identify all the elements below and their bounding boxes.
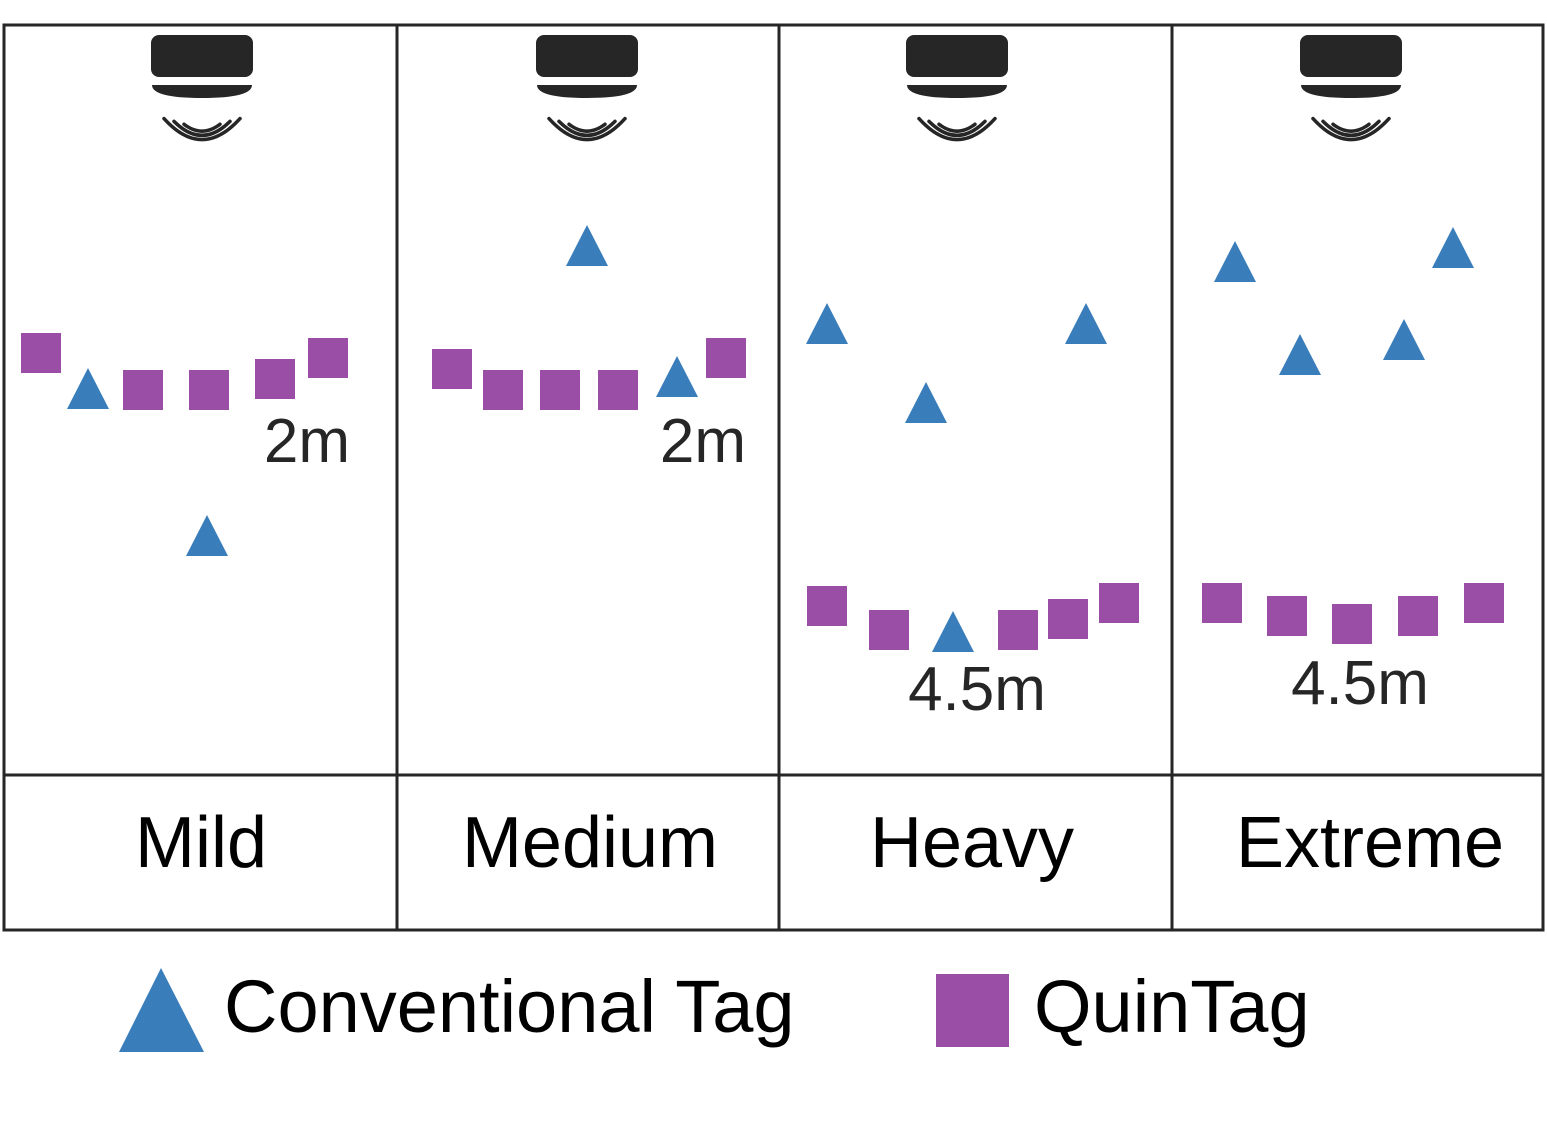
quintag-mark bbox=[1267, 596, 1307, 636]
legend: Conventional Tag QuinTag bbox=[119, 965, 1310, 1052]
quintag-mark bbox=[21, 333, 61, 373]
quintag-mark bbox=[1099, 583, 1139, 623]
quintag-mark bbox=[308, 338, 348, 378]
conventional-tag-mark bbox=[67, 368, 109, 409]
scenario-label-heavy: Heavy bbox=[870, 803, 1074, 883]
conventional-tag-mark bbox=[1432, 227, 1474, 268]
quintag-mark bbox=[706, 338, 746, 378]
scenario-label-mild: Mild bbox=[135, 803, 267, 883]
rfid-reader-icon bbox=[536, 35, 638, 142]
distance-label-medium: 2m bbox=[660, 407, 746, 476]
conventional-tag-mark bbox=[932, 611, 974, 652]
rfid-reader-icon bbox=[151, 35, 253, 142]
quintag-mark bbox=[123, 370, 163, 410]
distance-label-extreme: 4.5m bbox=[1291, 649, 1429, 718]
quintag-mark bbox=[1332, 604, 1372, 644]
quintag-mark bbox=[869, 610, 909, 650]
conventional-tag-mark bbox=[186, 515, 228, 556]
quintag-mark bbox=[189, 370, 229, 410]
legend-conventional-tag-icon bbox=[119, 968, 204, 1052]
distance-label-heavy: 4.5m bbox=[908, 655, 1046, 724]
rfid-reader-icon bbox=[1300, 35, 1402, 142]
quintag-mark bbox=[598, 370, 638, 410]
quintag-mark bbox=[483, 370, 523, 410]
grid-frame bbox=[2, 23, 1545, 932]
legend-conventional-tag-label: Conventional Tag bbox=[224, 965, 795, 1048]
legend-quintag-icon bbox=[936, 974, 1009, 1047]
scenario-label-medium: Medium bbox=[462, 803, 718, 883]
conventional-tag-mark bbox=[566, 225, 608, 266]
readers-layer bbox=[151, 35, 1402, 142]
distance-label-mild: 2m bbox=[264, 407, 350, 476]
conventional-tag-mark bbox=[1065, 303, 1107, 344]
conventional-tag-mark bbox=[656, 356, 698, 397]
rfid-reader-icon bbox=[906, 35, 1008, 142]
tags-layer bbox=[21, 225, 1504, 652]
quintag-mark bbox=[1464, 583, 1504, 623]
quintag-mark bbox=[1202, 583, 1242, 623]
quintag-mark bbox=[255, 359, 295, 399]
quintag-mark bbox=[998, 610, 1038, 650]
conventional-tag-mark bbox=[905, 382, 947, 423]
conventional-tag-mark bbox=[1383, 319, 1425, 360]
conventional-tag-mark bbox=[806, 303, 848, 344]
scenario-label-extreme: Extreme bbox=[1236, 803, 1504, 883]
quintag-mark bbox=[540, 370, 580, 410]
quintag-mark bbox=[807, 586, 847, 626]
quintag-mark bbox=[432, 349, 472, 389]
legend-quintag-label: QuinTag bbox=[1034, 965, 1310, 1048]
quintag-mark bbox=[1398, 596, 1438, 636]
conventional-tag-mark bbox=[1214, 241, 1256, 282]
conventional-tag-mark bbox=[1279, 334, 1321, 375]
quintag-mark bbox=[1048, 599, 1088, 639]
outer-border bbox=[2, 23, 1545, 932]
